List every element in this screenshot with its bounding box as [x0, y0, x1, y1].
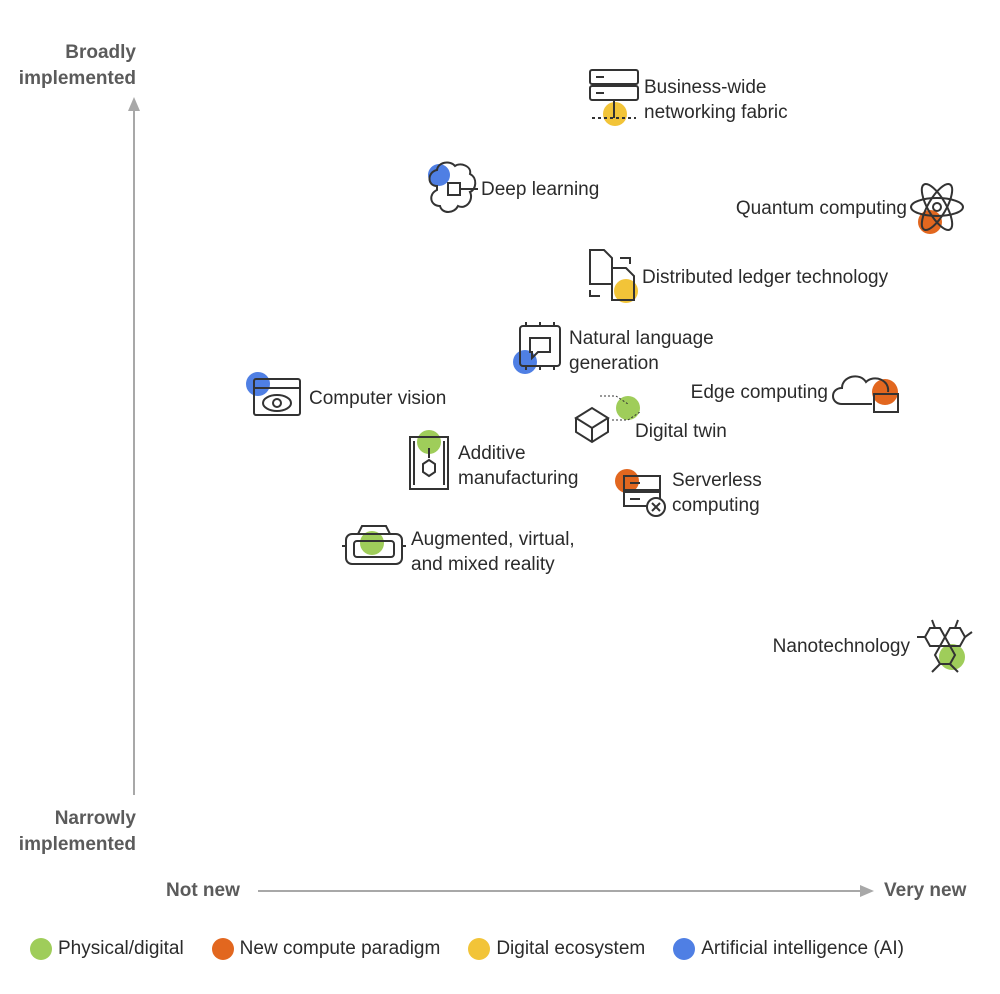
- legend-dot: [468, 938, 491, 960]
- label-line: Deep learning: [481, 179, 600, 200]
- y-axis-arrowhead: [128, 97, 140, 111]
- label-line: Computer vision: [309, 388, 447, 409]
- label-line: Serverless: [672, 470, 762, 491]
- legend: Physical/digital New compute paradigm Di…: [30, 938, 932, 960]
- label-line: Augmented, virtual,: [411, 529, 575, 550]
- label-augmented-reality: Augmented, virtual, and mixed reality: [411, 527, 575, 577]
- label-line: networking fabric: [644, 102, 788, 123]
- label-serverless-computing: Serverless computing: [672, 468, 762, 518]
- legend-label: Physical/digital: [58, 938, 184, 959]
- label-quantum-computing: Quantum computing: [700, 196, 907, 221]
- legend-item-physical-digital: Physical/digital: [30, 938, 184, 960]
- label-line: computing: [672, 495, 760, 516]
- label-line: and mixed reality: [411, 554, 555, 575]
- y-axis-top-line-2: implemented: [18, 68, 136, 89]
- server-x-icon: [615, 469, 666, 517]
- vr-headset-icon: [342, 525, 406, 565]
- label-line: Distributed ledger technology: [642, 267, 889, 288]
- eye-window-icon: [246, 372, 301, 416]
- category-dot-physical-digital: [616, 396, 640, 420]
- box-twin-icon: [574, 395, 641, 444]
- label-deep-learning: Deep learning: [481, 177, 599, 202]
- category-dot-physical-digital: [360, 531, 384, 555]
- category-dot-ai: [246, 372, 270, 396]
- legend-item-digital-ecosystem: Digital ecosystem: [468, 938, 645, 960]
- category-dot-ai: [428, 164, 450, 186]
- legend-dot: [30, 938, 52, 960]
- x-axis-right-title: Very new: [884, 880, 967, 901]
- label-line: Business-wide: [644, 77, 767, 98]
- legend-item-ai: Artificial intelligence (AI): [673, 938, 904, 960]
- label-networking-fabric: Business-wide networking fabric: [644, 75, 788, 125]
- atom-icon: [910, 183, 964, 234]
- documents-exchange-icon: [589, 249, 638, 303]
- label-distributed-ledger: Distributed ledger technology: [642, 265, 888, 290]
- label-line: Natural language: [569, 328, 714, 349]
- label-line: Digital twin: [635, 421, 727, 442]
- server-rack-icon: [589, 69, 639, 126]
- chip-speech-icon: [513, 322, 561, 374]
- legend-label: Artificial intelligence (AI): [701, 938, 904, 959]
- y-axis-top-line-1: Broadly: [65, 42, 136, 63]
- label-line: Nanotechnology: [772, 636, 910, 657]
- legend-item-new-compute: New compute paradigm: [211, 938, 441, 960]
- label-edge-computing: Edge computing: [660, 380, 828, 405]
- label-line: manufacturing: [458, 468, 579, 489]
- legend-label: Digital ecosystem: [496, 938, 646, 959]
- legend-dot: [211, 938, 234, 960]
- y-axis-bottom-title: Narrowly implemented: [0, 806, 136, 858]
- category-dot-ai: [513, 350, 537, 374]
- y-axis-top-title: Broadly implemented: [0, 40, 136, 92]
- brain-chip-icon: [428, 161, 478, 213]
- category-dot-digital-ecosystem: [614, 279, 638, 303]
- label-natural-language-generation: Natural language generation: [569, 326, 714, 376]
- x-axis-left-title: Not new: [166, 880, 240, 901]
- legend-dot: [673, 938, 696, 960]
- label-nanotechnology: Nanotechnology: [740, 634, 910, 659]
- label-computer-vision: Computer vision: [309, 386, 446, 411]
- cloud-device-icon: [832, 375, 899, 413]
- legend-label: New compute paradigm: [239, 938, 441, 959]
- 3d-printer-icon: [409, 430, 449, 490]
- label-line: Additive: [458, 443, 526, 464]
- y-axis-bottom-line-2: implemented: [18, 834, 136, 855]
- y-axis-bottom-line-1: Narrowly: [54, 808, 136, 829]
- label-line: Quantum computing: [735, 198, 907, 219]
- label-line: generation: [569, 353, 659, 374]
- molecule-icon: [917, 619, 973, 673]
- label-line: Edge computing: [690, 382, 828, 403]
- label-additive-manufacturing: Additive manufacturing: [458, 441, 578, 491]
- category-dot-new-compute: [872, 379, 898, 405]
- x-axis-arrowhead: [860, 885, 874, 897]
- label-digital-twin: Digital twin: [635, 419, 727, 444]
